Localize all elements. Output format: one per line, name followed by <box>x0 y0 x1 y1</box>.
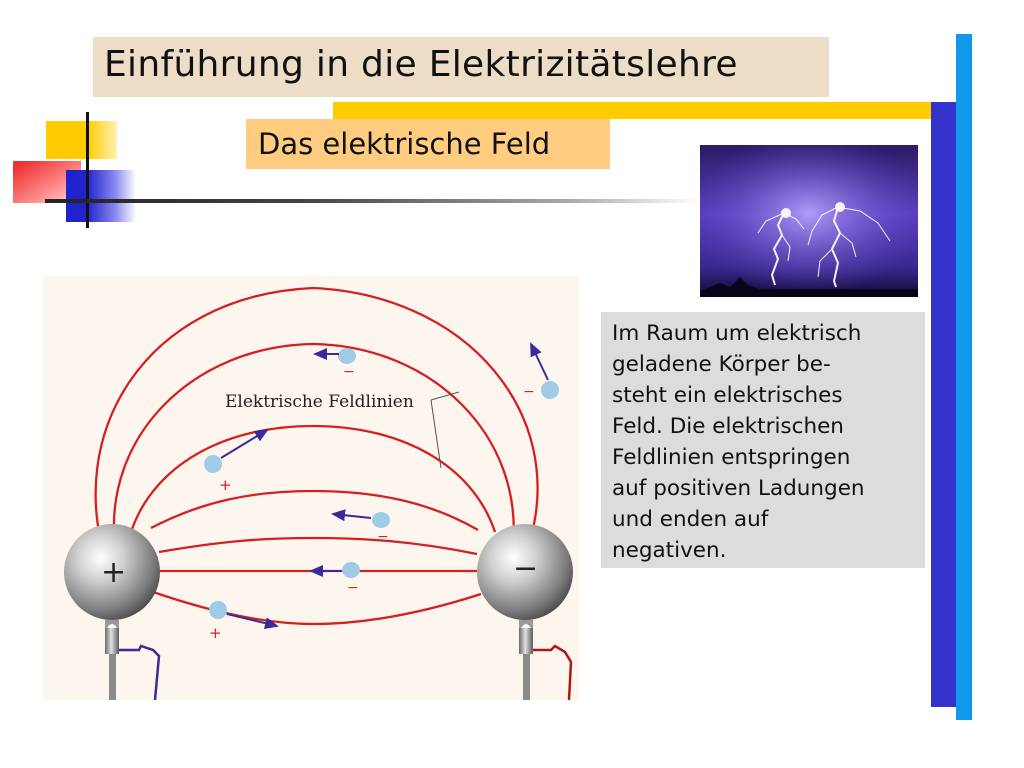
test-charge-left: + <box>204 428 269 494</box>
field-line <box>129 424 497 533</box>
test-charge-center: − <box>309 562 360 596</box>
description-line: Feldlinien entspringen <box>612 445 851 470</box>
field-line <box>158 536 478 556</box>
title-box <box>93 37 829 97</box>
field-line <box>94 286 539 567</box>
deco-yellow-square <box>46 121 87 159</box>
field-lines-diagram: Elektrische Feldlinien − − + − − <box>43 276 579 700</box>
light-blue-accent-bar <box>956 34 972 720</box>
deco-yellow-fade <box>87 121 117 159</box>
test-charge-sign: − <box>377 529 389 545</box>
lightning-bolt-left <box>757 212 805 286</box>
negative-sphere: − <box>477 524 573 620</box>
test-charge-right: − <box>523 342 559 400</box>
description-line: geladene Körper be- <box>612 352 831 377</box>
description-line: steht ein elektrisches <box>612 383 843 408</box>
field-line <box>150 489 479 531</box>
lightning-bolt-right <box>807 206 891 288</box>
gold-accent-bar <box>333 102 933 119</box>
description-box <box>601 312 925 568</box>
field-line <box>112 342 515 547</box>
positive-sphere: + <box>64 524 160 620</box>
positive-rod <box>105 620 161 700</box>
description-line: Im Raum um elektrisch <box>612 321 862 346</box>
slide-subtitle: Das elektrische Feld <box>258 127 551 161</box>
label-pointer <box>430 391 460 469</box>
test-charge-middle: − <box>331 509 390 545</box>
deco-blue-square <box>66 170 136 222</box>
slide-title: Einführung in die Elektrizitätslehre <box>104 44 738 85</box>
negative-sign: − <box>513 551 538 586</box>
subtitle-box <box>246 119 610 169</box>
test-charges: − − + − − + <box>204 342 559 642</box>
deco-vertical-line <box>86 112 89 228</box>
blue-accent-bar <box>931 102 956 707</box>
lightning-photo <box>700 145 918 297</box>
divider-line <box>45 199 701 203</box>
test-charge-sign: + <box>209 624 222 642</box>
description-line: auf positiven Ladungen <box>612 476 865 501</box>
description-text: Im Raum um elektrisch geladene Körper be… <box>612 318 920 566</box>
test-charge-sign: − <box>347 580 359 596</box>
description-line: und enden auf <box>612 507 769 532</box>
test-charge-sign: − <box>343 364 355 380</box>
positive-sign: + <box>101 555 126 590</box>
description-line: Feld. Die elektrischen <box>612 414 844 439</box>
negative-rod <box>519 620 573 700</box>
test-charge-top: − <box>313 348 356 380</box>
test-charge-sign: + <box>219 476 232 494</box>
field-lines-label: Elektrische Feldlinien <box>225 392 414 412</box>
test-charge-bottom: + <box>209 601 279 642</box>
description-line: negativen. <box>612 538 727 563</box>
test-charge-sign: − <box>523 384 535 400</box>
